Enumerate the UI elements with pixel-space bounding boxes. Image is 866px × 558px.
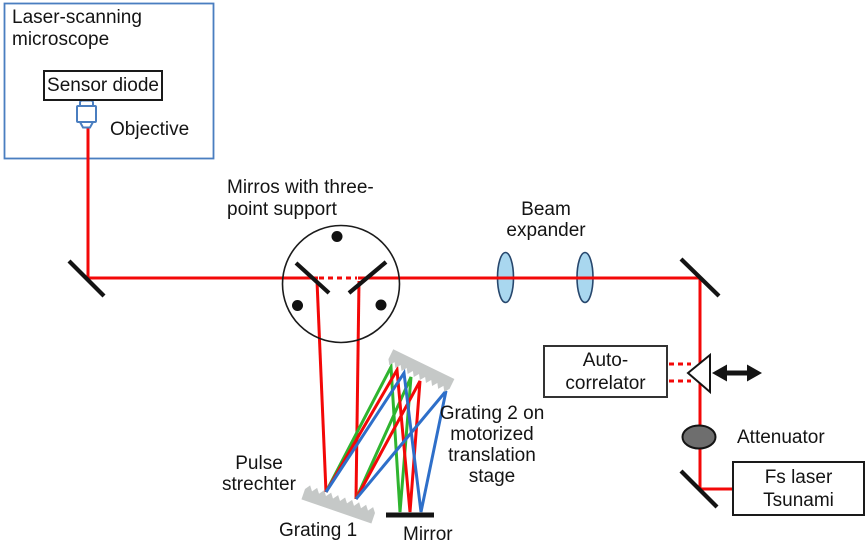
sensor-diode-label: Sensor diode	[47, 75, 159, 96]
microscope-title-line1: Laser-scanning	[12, 7, 142, 28]
mirror-mount-circle	[281, 224, 401, 344]
support-dot-icon	[375, 299, 387, 311]
microscope-title-line2: microscope	[12, 29, 110, 50]
stretcher-beam-green	[324, 361, 413, 513]
mirror-mount-dots	[292, 231, 387, 311]
arrowhead-left	[712, 364, 727, 382]
microscope-enclosure-box	[3, 2, 215, 160]
fs-laser-box: Fs laser Tsunami	[732, 461, 865, 516]
mirror-mount-label: Mirros with three- point support	[227, 177, 374, 220]
beam-to-grating-left	[315, 280, 328, 493]
support-dot-icon	[331, 231, 343, 242]
stretcher-beam-blue	[324, 368, 448, 513]
beam-to-grating-right	[354, 280, 361, 500]
mount-mirror-left-icon	[294, 261, 331, 295]
grating1-icon	[301, 485, 375, 524]
support-dot-icon	[292, 300, 303, 311]
arrowhead-right	[747, 364, 762, 382]
grating2-icon	[388, 349, 455, 392]
arrow-shaft	[722, 370, 752, 376]
objective-icon	[76, 99, 97, 129]
attenuator-icon	[681, 424, 717, 450]
stretcher-mirror-label: Mirror	[403, 524, 453, 545]
microscope-title: Laser-scanning microscope	[12, 7, 142, 51]
objective-tip	[78, 121, 95, 129]
fold-mirror-left-icon	[67, 259, 106, 298]
red-beam-paths	[86, 126, 732, 500]
sensor-diode-box: Sensor diode	[43, 70, 163, 101]
mirrors	[67, 257, 721, 518]
objective-body	[76, 105, 97, 123]
beam-expander-label: Beam expander	[506, 199, 586, 241]
grating2-label: Grating 2 on motorized translation stage	[439, 403, 545, 487]
pulse-stretcher-label: Pulse strechter	[222, 453, 296, 495]
fold-mirror-topright-icon	[679, 257, 721, 298]
double-arrow-icon	[712, 364, 762, 382]
gratings	[301, 349, 455, 524]
attenuator-label: Attenuator	[737, 427, 825, 448]
fold-mirror-bottomright-icon	[679, 469, 719, 509]
grating1-label: Grating 1	[279, 520, 358, 541]
mount-mirror-right-icon	[347, 260, 388, 295]
stretcher-beam-red	[324, 365, 422, 513]
objective-label: Objective	[110, 119, 190, 140]
autocorrelator-box: Auto- correlator	[543, 345, 668, 398]
pickoff-prism-icon	[686, 352, 711, 395]
